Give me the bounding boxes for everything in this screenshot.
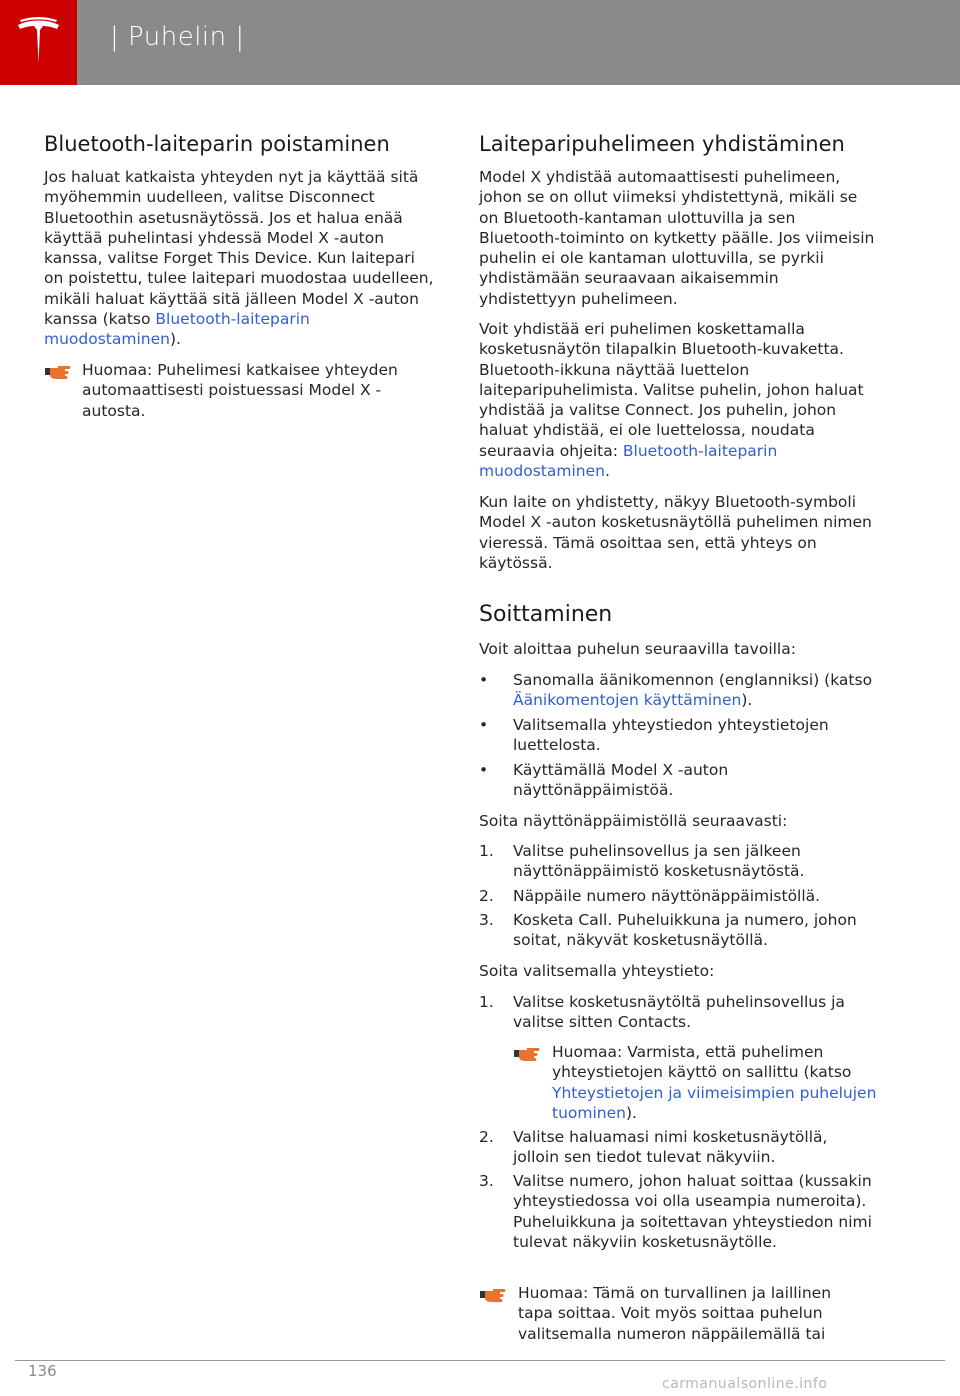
paragraph-auto-connect: Model X yhdistää automaattisesti puhelim…	[479, 168, 875, 308]
paragraph-connected-symbol: Kun laite on yhdistetty, näkyy Bluetooth…	[479, 493, 872, 572]
note-text: Huomaa: Varmista, että puhelimen yhteyst…	[552, 1043, 877, 1122]
pointing-hand-icon	[45, 366, 71, 379]
link-import-contacts[interactable]: Yhteystietojen ja viimeisimpien puheluje…	[552, 1083, 877, 1122]
pointing-hand-icon	[514, 1048, 540, 1061]
watermark: carmanualsonline.info	[662, 1376, 828, 1392]
tesla-logo	[0, 0, 77, 85]
heading-remove-pairing: Bluetooth-laiteparin poistaminen	[44, 132, 390, 156]
heading-calling: Soittaminen	[479, 602, 613, 627]
paragraph-remove-pairing: Jos haluat katkaista yhteyden nyt ja käy…	[44, 168, 434, 349]
page-number: 136	[28, 1362, 57, 1380]
pointing-hand-icon	[480, 1289, 506, 1302]
note-contacts-access: Huomaa: Varmista, että puhelimen yhteyst…	[513, 1042, 879, 1124]
link-bluetooth-pairing[interactable]: Bluetooth-laiteparin muodostaminen	[44, 310, 310, 349]
note-text: Huomaa: Puhelimesi katkaisee yhteyden au…	[82, 361, 398, 420]
note-disconnect: Huomaa: Puhelimesi katkaisee yhteyden au…	[44, 360, 436, 430]
paragraph-connect-other: Voit yhdistää eri puhelimen koskettamall…	[479, 320, 864, 481]
heading-connect-paired: Laiteparipuhelimeen yhdistäminen	[479, 132, 845, 156]
note-text: Huomaa: Tämä on turvallinen ja laillinen…	[518, 1284, 832, 1343]
paragraph-contact-howto: Soita valitsemalla yhteystieto:	[479, 962, 715, 980]
link-bluetooth-pairing-2[interactable]: Bluetooth-laiteparin muodostaminen	[479, 441, 778, 481]
note-safe-calling: Huomaa: Tämä on turvallinen ja laillinen…	[479, 1283, 879, 1345]
footer-divider	[15, 1360, 945, 1361]
tesla-logo-icon	[18, 17, 59, 63]
paragraph-call-ways: Voit aloittaa puhelun seuraavilla tavoil…	[479, 640, 796, 658]
section-title: | Puhelin |	[110, 22, 245, 52]
paragraph-keypad-howto: Soita näyttönäppäimistöllä seuraavasti:	[479, 812, 788, 830]
link-voice-commands[interactable]: Äänikomentojen käyttäminen	[513, 691, 742, 710]
page-header: | Puhelin |	[0, 0, 960, 85]
